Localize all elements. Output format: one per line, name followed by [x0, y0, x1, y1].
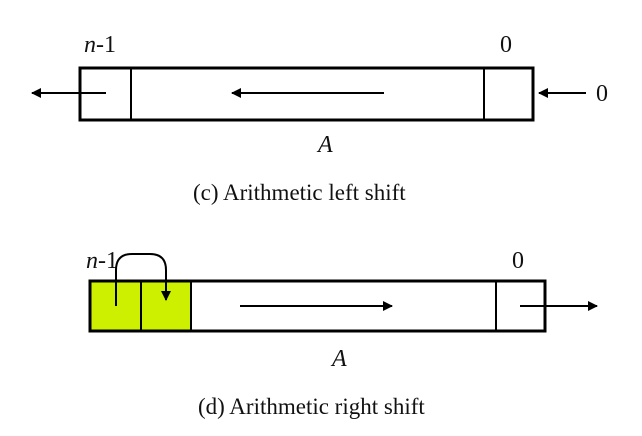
left-msb-label: n-1	[84, 32, 116, 58]
left-shift-diagram: n-1 0 0 A (c) Arithmetic left shift	[31, 32, 608, 205]
right-shift-diagram: n-1 0 A (d) Arithmetic right shift	[86, 248, 598, 419]
right-shift-caption: (d) Arithmetic right shift	[198, 394, 425, 419]
left-register-label: A	[316, 132, 333, 158]
left-shift-caption: (c) Arithmetic left shift	[193, 180, 406, 205]
left-input-zero-label: 0	[596, 81, 608, 107]
sign-copy-arrow	[115, 253, 171, 306]
right-register-label: A	[330, 346, 347, 372]
right-msb-label: n-1	[86, 248, 118, 274]
right-lsb-label: 0	[512, 248, 524, 274]
left-lsb-label: 0	[500, 32, 512, 58]
